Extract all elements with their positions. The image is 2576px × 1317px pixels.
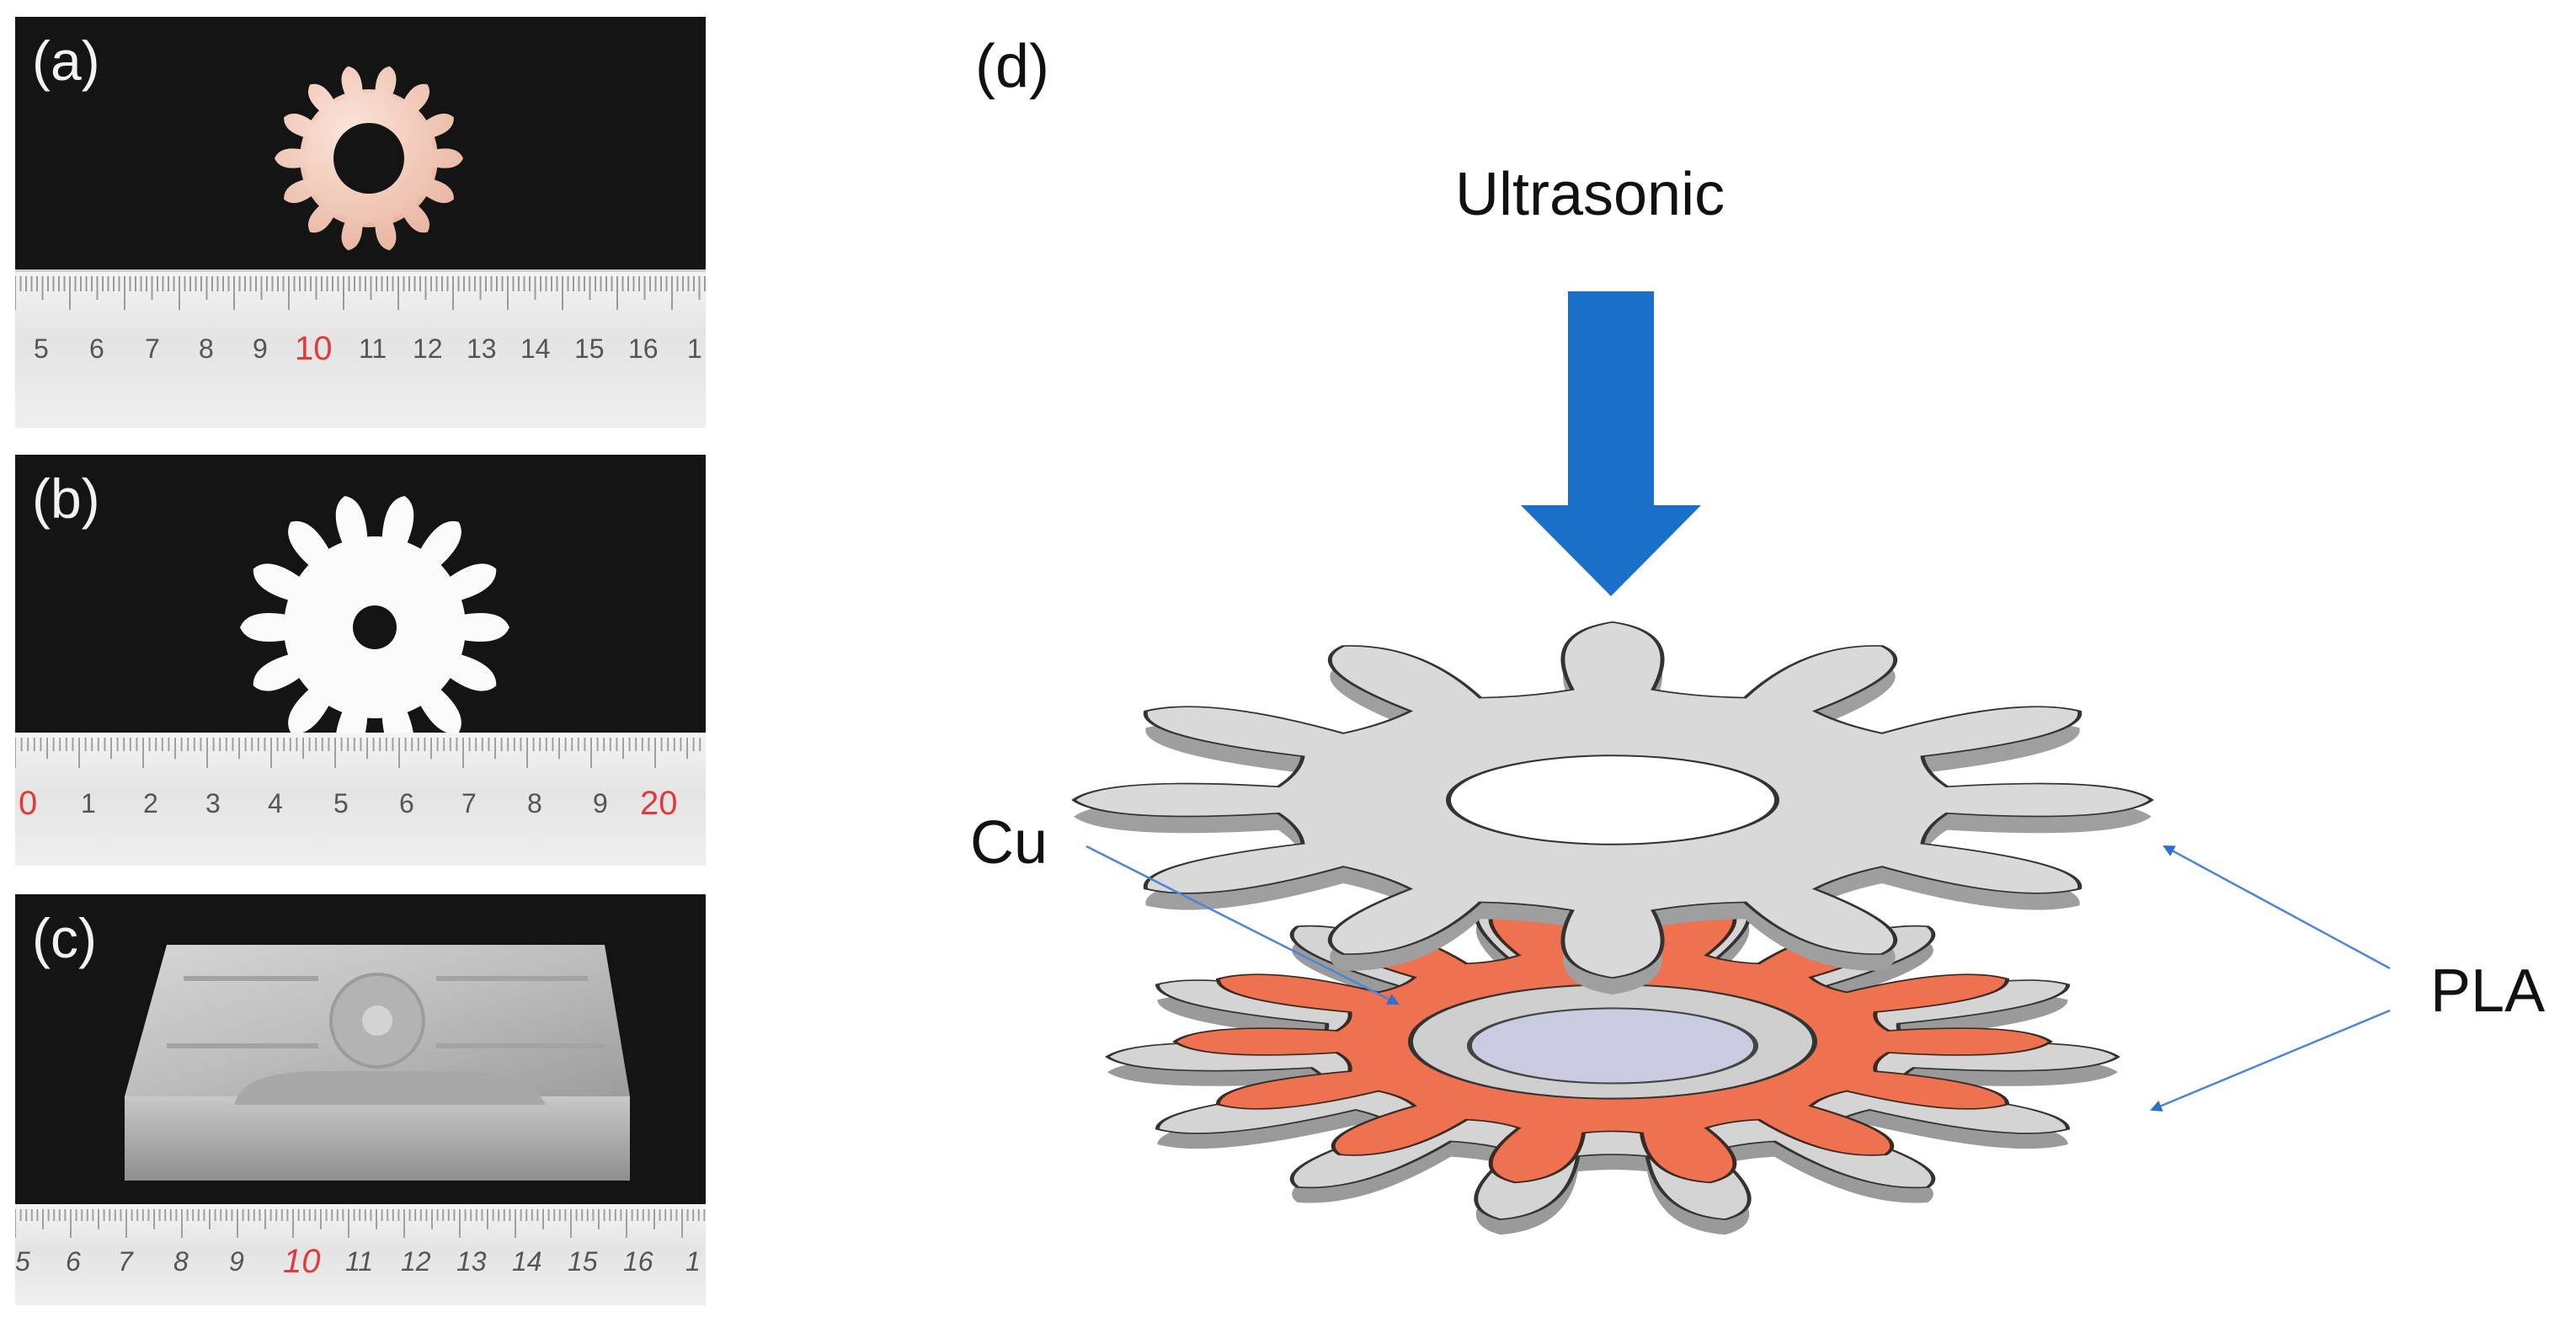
ruler-ticks xyxy=(15,269,706,310)
ruler-number: 12 xyxy=(401,1246,431,1277)
ruler: 0 1 2 3 4 5 6 7 8 9 20 xyxy=(15,733,706,866)
ruler-number: 6 xyxy=(399,788,414,818)
ruler-number: 5 xyxy=(34,333,49,364)
ruler-number: 14 xyxy=(520,333,551,364)
panel-a-label: (a) xyxy=(32,29,100,92)
ruler-number-red: 10 xyxy=(283,1243,321,1280)
ruler-number-red: 10 xyxy=(295,330,333,367)
copper-layer xyxy=(1172,899,2053,1184)
ruler-number: 7 xyxy=(118,1246,133,1277)
ruler-number: 9 xyxy=(253,333,268,364)
ruler-number: 3 xyxy=(205,788,221,818)
ruler-number: 6 xyxy=(66,1246,81,1277)
ruler-ticks xyxy=(15,738,701,768)
ruler-number: 6 xyxy=(89,333,104,364)
mold-block-icon xyxy=(125,945,630,1181)
ruler-number: 2 xyxy=(143,788,158,818)
ruler-number: 1 xyxy=(685,1246,701,1277)
ultrasonic-label: Ultrasonic xyxy=(1455,161,1725,228)
ruler: 5 6 7 8 9 10 11 12 13 14 15 16 1 xyxy=(15,1204,706,1305)
ruler-number: 16 xyxy=(628,333,659,364)
ruler-number: 8 xyxy=(527,788,542,818)
copper-gear-icon xyxy=(275,66,463,251)
top-pla-gear xyxy=(1071,621,2154,994)
ruler-number: 8 xyxy=(199,333,214,364)
ruler-number: 11 xyxy=(359,333,387,364)
ruler-number: 8 xyxy=(173,1246,189,1277)
ruler-number: 7 xyxy=(461,788,477,818)
ruler-number: 15 xyxy=(574,333,605,364)
panel-b-photo: (b) 0 1 2 3 4 5 6 7 8 9 20 xyxy=(15,455,706,866)
ruler-number: 5 xyxy=(15,1246,30,1277)
panel-d-label: (d) xyxy=(975,33,1049,100)
ruler-number: 15 xyxy=(568,1246,598,1277)
pla-label: PLA xyxy=(2430,957,2546,1025)
panel-c-photo: (c) 5 6 7 8 9 10 11 12 13 14 xyxy=(15,894,706,1305)
ruler-number: 9 xyxy=(229,1246,244,1277)
ruler-number: 16 xyxy=(623,1246,653,1277)
ruler-number: 13 xyxy=(467,333,497,364)
pla-leader-line-bottom xyxy=(2150,1009,2391,1112)
ruler-number: 4 xyxy=(268,788,283,818)
ruler-number-red: 20 xyxy=(640,785,678,822)
ultrasonic-arrow xyxy=(1521,291,1701,596)
ruler-number: 14 xyxy=(512,1246,542,1277)
ruler-number: 1 xyxy=(81,788,96,818)
ruler-number: 5 xyxy=(333,788,349,818)
ruler: 5 6 7 8 9 10 11 12 13 14 15 16 1 xyxy=(15,269,706,428)
panel-a-photo: (a) 5 6 7 8 9 10 11 12 13 14 15 16 1 xyxy=(15,17,706,428)
panel-c-label: (c) xyxy=(32,907,97,969)
ruler-ticks xyxy=(15,1209,706,1238)
ruler-number: 11 xyxy=(345,1246,374,1277)
panel-b-label: (b) xyxy=(32,467,100,530)
ruler-number: 1 xyxy=(687,333,702,364)
cu-leader-line xyxy=(1085,845,1400,1005)
ruler-number: 12 xyxy=(413,333,443,364)
cu-label: Cu xyxy=(970,809,1048,877)
ruler-number: 13 xyxy=(456,1246,487,1277)
ruler-number: 7 xyxy=(145,333,160,364)
white-gear-icon xyxy=(240,496,509,759)
ruler-number-red: 0 xyxy=(19,785,38,822)
pla-leader-line-top xyxy=(2163,845,2391,970)
ruler-number: 9 xyxy=(593,788,608,818)
